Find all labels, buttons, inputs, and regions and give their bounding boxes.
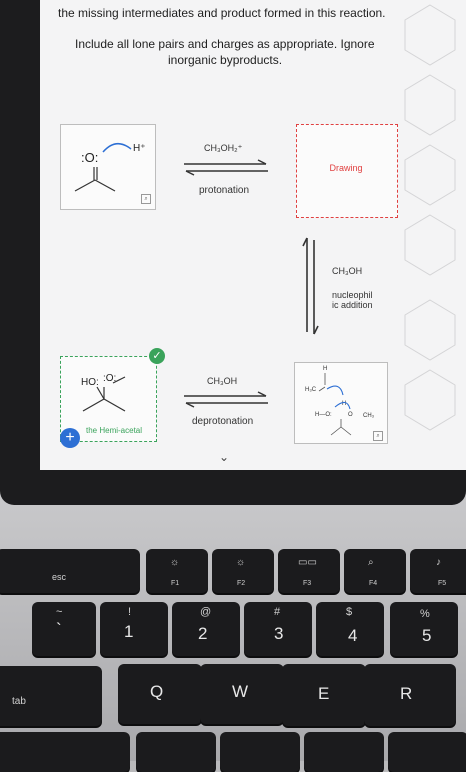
step1-label: protonation: [199, 185, 250, 196]
hydrogen-label-mid: H: [342, 401, 347, 407]
key-f4[interactable]: ⌕ F4: [344, 549, 406, 593]
intermediate-box[interactable]: H₃C H H CH₃ H—O: O ⌕: [294, 362, 388, 444]
starting-material-box[interactable]: :O: H⁺ ⌕: [60, 124, 156, 210]
key-2[interactable]: @ 2: [172, 602, 240, 656]
equilibrium-arrow-3: [184, 391, 268, 408]
key-5[interactable]: % 5: [390, 602, 458, 656]
mission-control-icon: ▭▭: [298, 557, 317, 568]
key-backtick[interactable]: ~ `: [32, 602, 96, 656]
key-caps[interactable]: [0, 732, 130, 772]
add-icon[interactable]: +: [60, 428, 80, 448]
key-esc[interactable]: esc: [0, 549, 140, 593]
equilibrium-arrow-1: [184, 159, 268, 176]
key-3[interactable]: # 3: [244, 602, 312, 656]
key-w[interactable]: W: [200, 664, 284, 724]
step3-reagent: CH₃OH: [207, 376, 238, 386]
hydroxyl-group: HO:: [81, 377, 99, 388]
brightness-down-icon: ☼: [170, 557, 180, 568]
key-f5[interactable]: ♪ F5: [410, 549, 466, 593]
key-d[interactable]: [304, 732, 384, 772]
key-e[interactable]: E: [282, 664, 366, 726]
ether-oxygen: :O:: [103, 373, 117, 384]
key-r[interactable]: R: [364, 664, 456, 726]
key-f2[interactable]: ☼ F2: [212, 549, 274, 593]
carbonyl-oxygen: :O:: [81, 150, 99, 165]
hemiacetal-box[interactable]: HO: :O:: [60, 356, 157, 442]
hexagon-pattern: [404, 4, 456, 431]
hemiacetal-structure: [82, 376, 126, 412]
step2-label-line1: nucleophil: [332, 290, 373, 300]
step2-reagent: CH₃OH: [332, 266, 363, 276]
proton: H⁺: [133, 143, 146, 154]
question-text-line1: the missing intermediates and product fo…: [58, 6, 386, 20]
key-f1[interactable]: ☼ F1: [146, 549, 208, 593]
hydrogen-label-top: H: [323, 366, 328, 372]
acetone-structure: [74, 143, 132, 192]
key-tab[interactable]: tab: [0, 666, 102, 726]
key-q[interactable]: Q: [118, 664, 202, 724]
chevron-down-icon[interactable]: ⌄: [219, 450, 230, 464]
intermediate-structure: [318, 373, 352, 436]
key-f[interactable]: [388, 732, 466, 772]
key-a[interactable]: [136, 732, 216, 772]
hemiacetal-label: the Hemi-acetal: [86, 426, 143, 435]
search-icon: ⌕: [368, 557, 374, 568]
step2-label-line2: ic addition: [332, 300, 373, 310]
key-f3[interactable]: ▭▭ F3: [278, 549, 340, 593]
equilibrium-arrow-2: [302, 237, 319, 335]
check-icon: ✓: [149, 348, 165, 364]
drawing-label: Drawing: [329, 163, 363, 173]
methyl-label: H₃C: [305, 387, 317, 393]
step1-reagent: CH₃OH₂⁺: [204, 143, 243, 153]
step3-label: deprotonation: [192, 416, 254, 427]
key-1[interactable]: ! 1: [100, 602, 168, 656]
hydroxyl-label: H—O:: [315, 412, 332, 418]
methyl-label-right: CH₃: [363, 413, 375, 419]
question-text-line2: Include all lone pairs and charges as ap…: [75, 37, 375, 51]
zoom-icon-2[interactable]: ⌕: [373, 431, 383, 441]
oxygen-label: O: [348, 412, 353, 418]
key-s[interactable]: [220, 732, 300, 772]
drawing-box[interactable]: [296, 124, 398, 218]
zoom-icon[interactable]: ⌕: [141, 194, 151, 204]
brightness-up-icon: ☼: [236, 557, 246, 568]
question-text-line3: inorganic byproducts.: [168, 53, 283, 67]
microphone-icon: ♪: [436, 557, 441, 568]
key-4[interactable]: $ 4: [316, 602, 384, 656]
